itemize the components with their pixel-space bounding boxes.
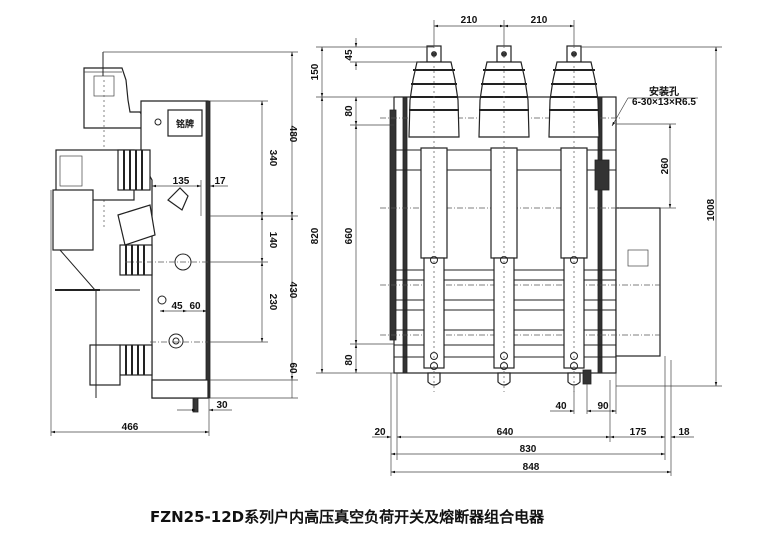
- dim-20: 20: [374, 427, 386, 438]
- side-view: 铭牌: [50, 51, 298, 436]
- dim-820: 820: [310, 227, 321, 244]
- side-insulator-mid: [119, 244, 153, 276]
- side-insulator-upper: [117, 149, 151, 191]
- front-dimensions: 210 210 45 150 80 660 80 820: [310, 15, 722, 476]
- nameplate-label: 铭牌: [176, 118, 194, 130]
- dim-640: 640: [497, 427, 514, 438]
- drawing-caption: FZN25-12D系列户内高压真空负荷开关及熔断器组合电器: [150, 508, 545, 526]
- earth-bolt: [582, 369, 592, 385]
- base-bolt: [192, 397, 199, 413]
- dim-45: 45: [171, 301, 183, 312]
- panel-edge: [205, 100, 211, 399]
- side-dimensions: 340 140 230 480 430 60 135 17 45 60 30: [50, 51, 298, 436]
- indicator-knob-icon: [168, 333, 184, 349]
- lever: [167, 187, 189, 211]
- dim-150: 150: [310, 63, 321, 80]
- base-plate: [151, 379, 209, 399]
- pole-1: [408, 45, 460, 392]
- pole-insulator: [478, 61, 530, 138]
- dim-260: 260: [660, 157, 671, 174]
- dim-480: 480: [287, 126, 298, 143]
- dim-466: 466: [122, 422, 139, 433]
- dim-18: 18: [678, 427, 690, 438]
- pole-insulator: [548, 61, 600, 138]
- pole-insulator: [408, 61, 460, 138]
- dim-230: 230: [267, 294, 278, 311]
- dim-17: 17: [214, 176, 226, 187]
- dim-45-terminal: 45: [344, 49, 355, 61]
- dim-60: 60: [287, 362, 298, 374]
- dim-60-hole: 60: [189, 301, 201, 312]
- dim-340: 340: [267, 150, 278, 167]
- angled-fuse: [117, 204, 156, 246]
- dim-40: 40: [555, 401, 567, 412]
- dim-210-right: 210: [531, 15, 548, 26]
- dim-210-left: 210: [461, 15, 478, 26]
- panel-hole-icon: [157, 295, 167, 305]
- dim-848: 848: [523, 462, 540, 473]
- mounting-hole-spec: 6-30×13×R6.5: [632, 97, 696, 108]
- dim-1008: 1008: [706, 198, 717, 221]
- dim-135: 135: [173, 176, 190, 187]
- dim-660: 660: [344, 227, 355, 244]
- pole-3: [548, 45, 600, 392]
- top-housing: [83, 67, 152, 129]
- front-view: 210 210 45 150 80 660 80 820: [310, 15, 722, 476]
- dim-140: 140: [267, 232, 278, 249]
- dim-90: 90: [597, 401, 609, 412]
- side-insulator-lower: [119, 344, 153, 376]
- dim-30: 30: [216, 400, 228, 411]
- auxiliary-switch: [594, 159, 610, 191]
- lower-block: [89, 344, 121, 386]
- dim-80-bottom: 80: [344, 354, 355, 366]
- left-linkage-rod: [389, 109, 397, 341]
- nameplate-screw-icon: [154, 118, 162, 126]
- nameplate: [167, 109, 203, 137]
- pole-2: [478, 45, 530, 392]
- dim-175: 175: [630, 427, 647, 438]
- dim-430: 430: [287, 282, 298, 299]
- dim-80-top: 80: [344, 105, 355, 117]
- frame-bracket: [52, 189, 94, 251]
- dim-830: 830: [520, 444, 537, 455]
- mounting-hole-label: 安装孔: [649, 85, 679, 98]
- operating-mechanism: [615, 207, 661, 357]
